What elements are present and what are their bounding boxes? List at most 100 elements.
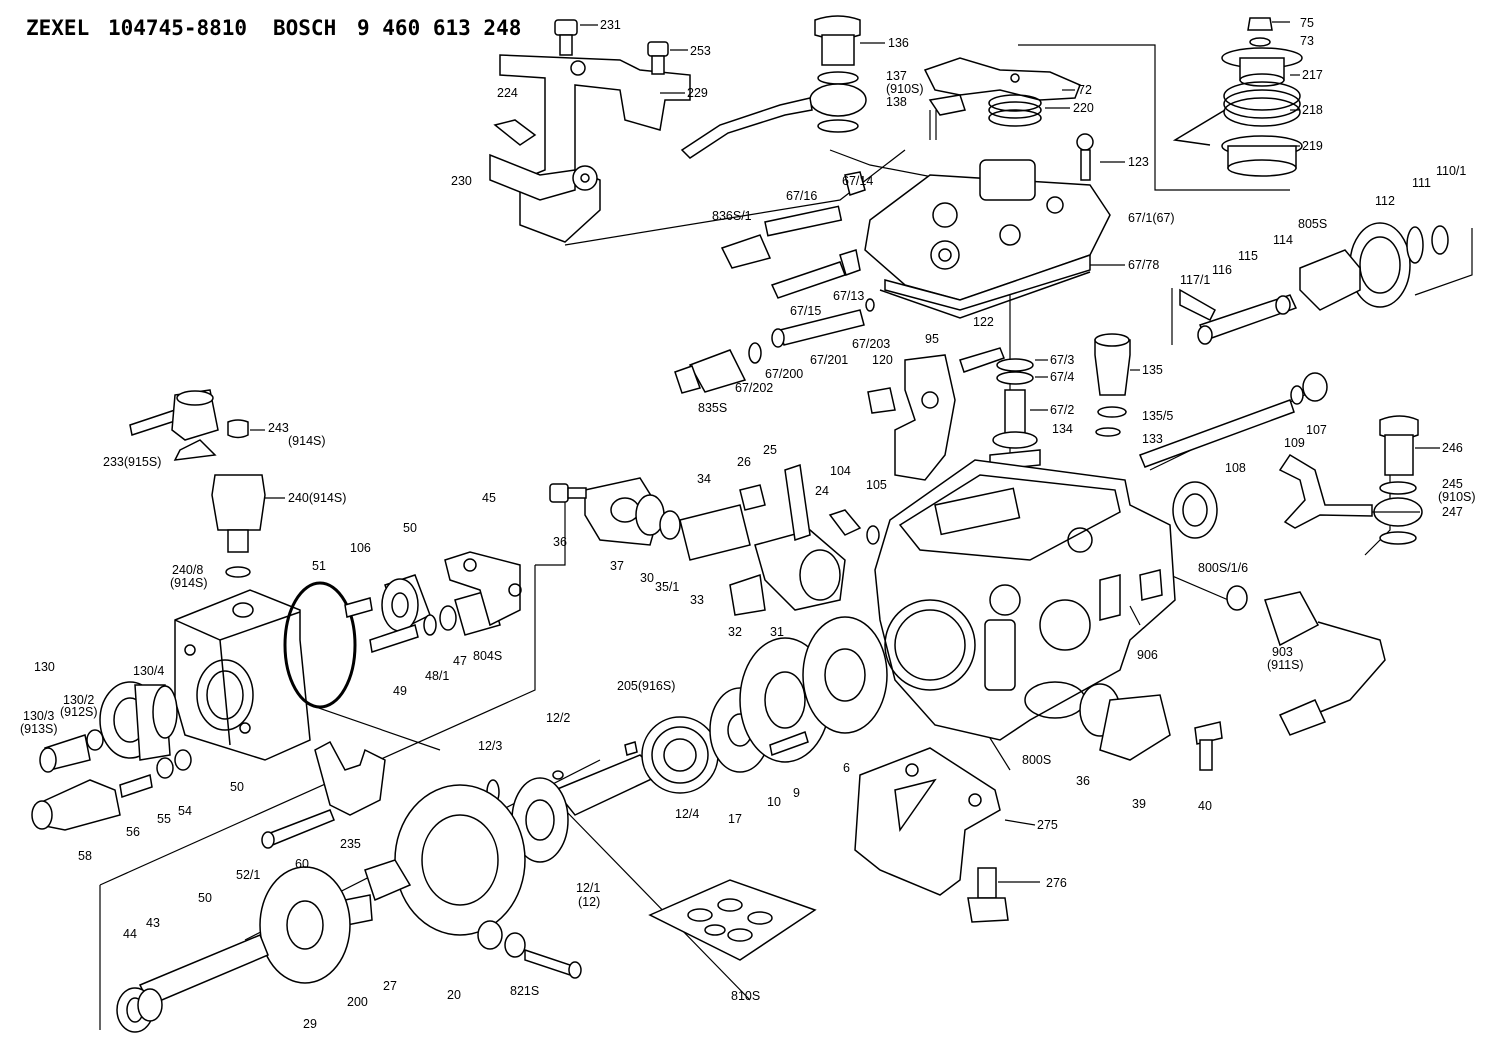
assembly-lines bbox=[99, 44, 1473, 1030]
label-130-4: 130/4 bbox=[133, 664, 164, 678]
bearing-800s bbox=[1172, 481, 1218, 539]
label-821s: 821S bbox=[510, 984, 539, 998]
screw-104 bbox=[828, 509, 880, 545]
label-835s: 835S bbox=[698, 401, 727, 415]
label-36-lower: 36 bbox=[1076, 774, 1090, 788]
label-73: 73 bbox=[1300, 34, 1314, 48]
label-67-201: 67/201 bbox=[810, 353, 848, 367]
label-243-note: (914S) bbox=[288, 434, 326, 448]
label-44: 44 bbox=[123, 927, 137, 941]
pump-housing bbox=[874, 459, 1176, 741]
label-49: 49 bbox=[393, 684, 407, 698]
label-217: 217 bbox=[1302, 68, 1323, 82]
label-24: 24 bbox=[815, 484, 829, 498]
label-137-note: (910S) bbox=[886, 82, 924, 96]
distributor-head bbox=[174, 581, 357, 761]
label-67-16: 67/16 bbox=[786, 189, 817, 203]
label-275: 275 bbox=[1037, 818, 1058, 832]
label-50-upper: 50 bbox=[403, 521, 417, 535]
label-31: 31 bbox=[770, 625, 784, 639]
label-50-bottom: 50 bbox=[198, 891, 212, 905]
label-34: 34 bbox=[697, 472, 711, 486]
label-12-1-note: (12) bbox=[578, 895, 600, 909]
label-108: 108 bbox=[1225, 461, 1246, 475]
label-800s: 800S bbox=[1022, 753, 1051, 767]
label-903: 903 bbox=[1272, 645, 1293, 659]
label-12-4: 12/4 bbox=[675, 807, 699, 821]
label-45: 45 bbox=[482, 491, 496, 505]
label-123: 123 bbox=[1128, 155, 1149, 169]
label-17: 17 bbox=[728, 812, 742, 826]
label-105: 105 bbox=[866, 478, 887, 492]
label-245-note: (910S) bbox=[1438, 490, 1476, 504]
label-39: 39 bbox=[1132, 797, 1146, 811]
label-25: 25 bbox=[763, 443, 777, 457]
label-116: 116 bbox=[1212, 263, 1232, 277]
label-240-8-note: (914S) bbox=[170, 576, 208, 590]
sensor-903 bbox=[1226, 585, 1386, 736]
label-229: 229 bbox=[687, 86, 708, 100]
label-205: 205(916S) bbox=[617, 679, 675, 693]
label-135: 135 bbox=[1142, 363, 1163, 377]
label-43: 43 bbox=[146, 916, 160, 930]
label-130: 130 bbox=[34, 660, 55, 674]
timer-plunger-assembly bbox=[549, 464, 846, 616]
label-67-203: 67/203 bbox=[852, 337, 890, 351]
header-maker-part-number: 104745-8810 bbox=[108, 16, 248, 40]
label-276: 276 bbox=[1046, 876, 1067, 890]
label-60: 60 bbox=[295, 857, 309, 871]
label-245: 245 bbox=[1442, 477, 1463, 491]
label-106: 106 bbox=[350, 541, 371, 555]
label-130-3-note: (913S) bbox=[20, 722, 58, 736]
label-26: 26 bbox=[737, 455, 751, 469]
flyweight-assembly-112 bbox=[1179, 222, 1449, 345]
label-10: 10 bbox=[767, 795, 781, 809]
banjo-fitting-246 bbox=[1278, 415, 1423, 545]
label-95: 95 bbox=[925, 332, 939, 346]
label-138: 138 bbox=[886, 95, 907, 109]
label-134: 134 bbox=[1052, 422, 1073, 436]
label-12-2: 12/2 bbox=[546, 711, 570, 725]
label-115: 115 bbox=[1238, 249, 1258, 263]
adjusting-screws bbox=[674, 205, 875, 394]
label-805s: 805S bbox=[1298, 217, 1327, 231]
header-oem-part-number: 9 460 613 248 bbox=[357, 16, 522, 40]
label-247: 247 bbox=[1442, 505, 1463, 519]
label-30: 30 bbox=[640, 571, 654, 585]
label-75: 75 bbox=[1300, 16, 1314, 30]
shaft-108 bbox=[1139, 372, 1328, 468]
label-67-14: 67/14 bbox=[842, 174, 873, 188]
label-67-200: 67/200 bbox=[765, 367, 803, 381]
label-218: 218 bbox=[1302, 103, 1323, 117]
bracket-275 bbox=[854, 747, 1009, 923]
label-33: 33 bbox=[690, 593, 704, 607]
label-67-2: 67/2 bbox=[1050, 403, 1074, 417]
label-27: 27 bbox=[383, 979, 397, 993]
label-112: 112 bbox=[1375, 194, 1395, 208]
label-800s-1-6: 800S/1/6 bbox=[1198, 561, 1248, 575]
label-240: 240(914S) bbox=[288, 491, 346, 505]
governor-cover-67-1 bbox=[844, 133, 1111, 319]
label-111: 111 bbox=[1412, 176, 1431, 190]
header-maker: ZEXEL bbox=[26, 16, 90, 40]
governor-cap-assembly bbox=[1172, 17, 1303, 177]
label-836s-1: 836S/1 bbox=[712, 209, 752, 223]
label-48-1: 48/1 bbox=[425, 669, 449, 683]
label-109: 109 bbox=[1284, 436, 1305, 450]
label-67-3: 67/3 bbox=[1050, 353, 1074, 367]
label-67-15: 67/15 bbox=[790, 304, 821, 318]
label-37: 37 bbox=[610, 559, 624, 573]
banjo-fitting-136 bbox=[680, 15, 867, 159]
label-51: 51 bbox=[312, 559, 326, 573]
label-810s: 810S bbox=[731, 989, 760, 1003]
label-47: 47 bbox=[453, 654, 467, 668]
label-leaders bbox=[250, 21, 1440, 883]
part-labels: 231 253 229 224 230 136 137 (910S) 138 7… bbox=[20, 16, 1476, 1031]
label-224: 224 bbox=[497, 86, 518, 100]
label-133: 133 bbox=[1142, 432, 1163, 446]
label-231: 231 bbox=[600, 18, 621, 32]
label-55: 55 bbox=[157, 812, 171, 826]
label-58: 58 bbox=[78, 849, 92, 863]
gasket-kit-810s bbox=[648, 879, 817, 961]
